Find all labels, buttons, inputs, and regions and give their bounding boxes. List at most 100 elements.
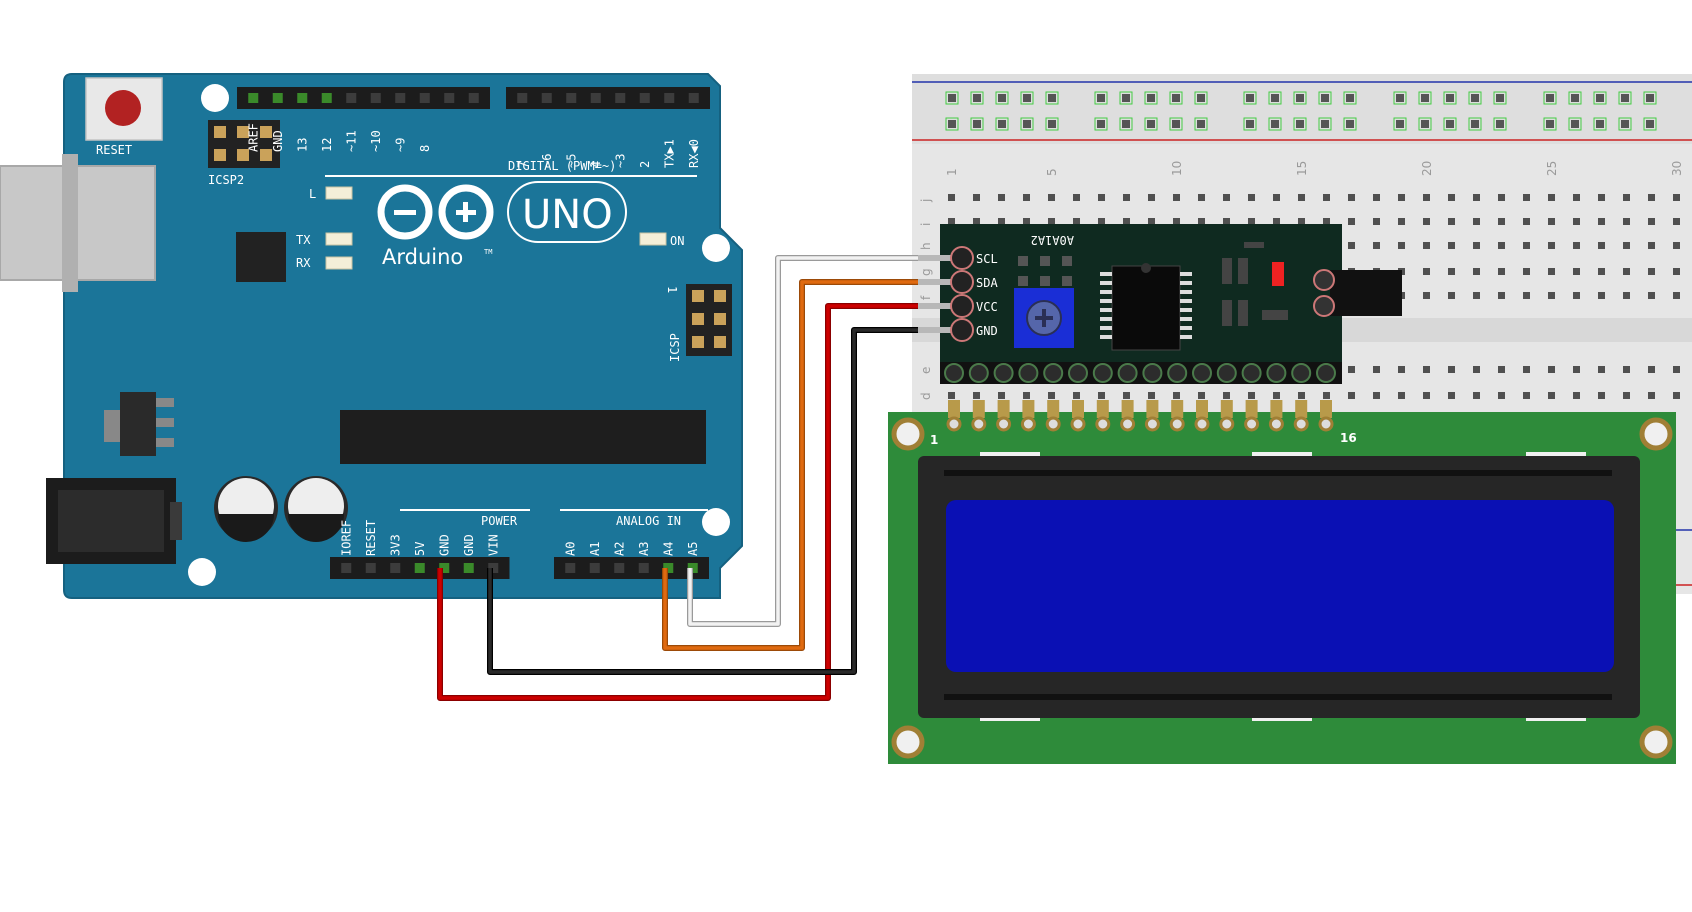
breadboard-hole <box>1097 94 1105 102</box>
row-letter: d <box>919 392 933 400</box>
breadboard-hole <box>1648 218 1655 225</box>
breadboard-hole <box>1646 94 1654 102</box>
breadboard-hole <box>1123 392 1130 399</box>
power-led <box>1272 262 1284 286</box>
breadboard-hole <box>1298 194 1305 201</box>
breadboard-hole <box>1446 120 1454 128</box>
header-pin <box>260 126 272 138</box>
breadboard-hole <box>1373 218 1380 225</box>
header-pin <box>468 93 479 103</box>
header-pin <box>414 563 425 573</box>
breadboard-hole <box>973 218 980 225</box>
breadboard-hole <box>1271 120 1279 128</box>
breadboard-hole <box>1523 292 1530 299</box>
led-l <box>325 186 353 200</box>
breadboard-hole <box>1673 194 1680 201</box>
header-pin <box>714 313 726 325</box>
breadboard-hole <box>1321 94 1329 102</box>
header-strip <box>506 87 710 109</box>
power-header <box>330 557 510 579</box>
breadboard-hole <box>1323 392 1330 399</box>
breadboard-hole-ring <box>1268 91 1282 105</box>
breadboard-hole <box>1523 392 1530 399</box>
wire-a4-to-sda-core <box>663 280 918 650</box>
breadboard-hole <box>1423 268 1430 275</box>
breadboard-hole <box>1448 268 1455 275</box>
breadboard-hole <box>1546 94 1554 102</box>
header-pin <box>714 336 726 348</box>
header-pin <box>1142 363 1163 383</box>
lcd-bezel-tab <box>980 452 1040 457</box>
lcd-pin-hole <box>1045 416 1061 432</box>
breadboard-hole-ring <box>1618 91 1632 105</box>
breadboard-hole <box>1398 242 1405 249</box>
breadboard-hole-ring <box>1343 91 1357 105</box>
breadboard-hole <box>1548 194 1555 201</box>
lcd-pin-hole <box>971 416 987 432</box>
breadboard-hole <box>1321 120 1329 128</box>
breadboard-hole <box>1498 268 1505 275</box>
breadboard-hole <box>1346 120 1354 128</box>
breadboard-hole <box>1448 218 1455 225</box>
breadboard-hole <box>1573 392 1580 399</box>
header-pin <box>237 149 249 161</box>
icsp-pin1-label: 1 <box>665 286 679 293</box>
header-pin <box>214 126 226 138</box>
breadboard-hole-ring <box>1169 117 1183 131</box>
backlight-jumper[interactable] <box>1313 269 1402 317</box>
power-rail-top <box>912 74 1692 144</box>
breadboard-hole <box>1473 392 1480 399</box>
lcd-pin-hole <box>1169 416 1185 432</box>
breadboard-hole-ring <box>1643 117 1657 131</box>
breadboard-hole-ring <box>1169 91 1183 105</box>
breadboard-hole <box>1623 392 1630 399</box>
pin-label: VIN <box>486 534 500 556</box>
pin-label: 3V3 <box>388 534 402 556</box>
breadboard-hole <box>1498 366 1505 373</box>
header-pin <box>463 563 474 573</box>
breadboard-hole <box>1598 268 1605 275</box>
breadboard-hole <box>1198 218 1205 225</box>
header-pin <box>260 149 272 161</box>
header-pin <box>297 93 308 103</box>
pin-label: IOREF <box>339 520 353 556</box>
lcd-pin-hole <box>1268 416 1284 432</box>
usb-chip <box>236 232 286 282</box>
header-pin <box>638 563 649 573</box>
header-pin <box>900 303 962 309</box>
breadboard-hole <box>1348 242 1355 249</box>
lcd-pin-pad <box>1220 400 1233 418</box>
contrast-potentiometer[interactable] <box>1014 288 1074 348</box>
jumper-pad <box>1040 256 1050 266</box>
breadboard-hole-ring <box>1443 91 1457 105</box>
ic-pin <box>1100 290 1112 294</box>
brand-name: Arduino <box>382 245 463 269</box>
breadboard-hole <box>1023 120 1031 128</box>
pin-label: GND <box>462 534 476 556</box>
breadboard-hole <box>1148 194 1155 201</box>
pin-pad <box>950 270 974 294</box>
lcd-screen <box>946 500 1614 672</box>
header-pin <box>341 563 352 573</box>
breadboard-hole <box>1496 94 1504 102</box>
breadboard-hole-ring <box>1243 117 1257 131</box>
breadboard-hole <box>1498 392 1505 399</box>
breadboard-hole <box>948 120 956 128</box>
pin-pad <box>950 294 974 318</box>
header-pin <box>444 93 455 103</box>
breadboard-hole <box>973 120 981 128</box>
header-pin <box>968 363 989 383</box>
header-pin <box>663 563 674 573</box>
lcd-pin-pad <box>1171 400 1184 418</box>
breadboard-hole-ring <box>1618 117 1632 131</box>
reset-button[interactable] <box>85 77 163 141</box>
breadboard-hole-ring <box>1643 91 1657 105</box>
wires <box>437 255 918 701</box>
breadboard-hole <box>1648 292 1655 299</box>
header-pin <box>714 290 726 302</box>
breadboard-hole <box>1173 392 1180 399</box>
breadboard-hole <box>1623 218 1630 225</box>
header-pin <box>1092 363 1113 383</box>
breadboard-hole <box>1023 94 1031 102</box>
breadboard-hole-ring <box>1119 117 1133 131</box>
